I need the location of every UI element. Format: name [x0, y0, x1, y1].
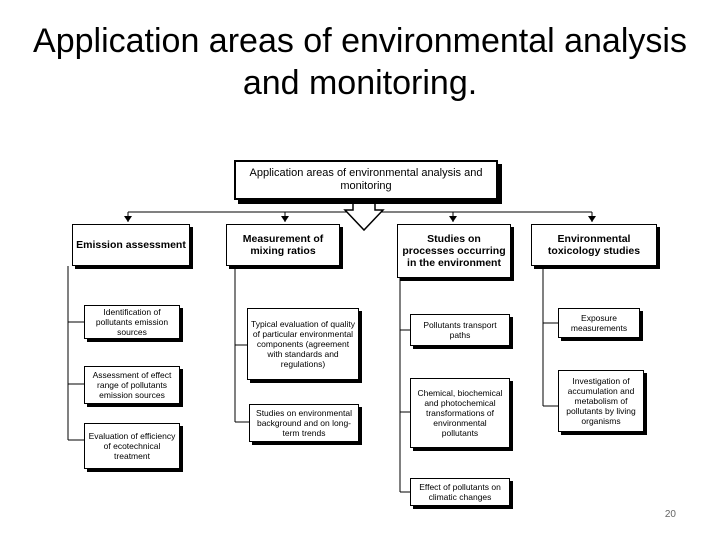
arrow-head [449, 216, 457, 222]
slide-title: Application areas of environmental analy… [33, 22, 687, 102]
item-identification: Identification of pollutants emission so… [84, 305, 180, 339]
heading-toxicology: Environmental toxicology studies [531, 224, 657, 266]
item-exposure: Exposure measurements [558, 308, 640, 338]
heading-emission-assessment: Emission assessment [72, 224, 190, 266]
root-arrow [343, 199, 385, 232]
arrow-head [124, 216, 132, 222]
page-number: 20 [664, 509, 676, 520]
item-transformations: Chemical, biochemical and photochemical … [410, 378, 510, 448]
arrow-head [588, 216, 596, 222]
item-climatic-effects: Effect of pollutants on climatic changes [410, 478, 510, 506]
heading-processes: Studies on processes occurring in the en… [397, 224, 511, 278]
item-accumulation: Investigation of accumulation and metabo… [558, 370, 644, 432]
item-effect-range: Assessment of effect range of pollutants… [84, 366, 180, 404]
item-background-studies: Studies on environmental background and … [249, 404, 359, 442]
root-box: Application areas of environmental analy… [234, 160, 498, 200]
heading-mixing-ratios: Measurement of mixing ratios [226, 224, 340, 266]
item-typical-evaluation: Typical evaluation of quality of particu… [247, 308, 359, 380]
item-ecotechnical: Evaluation of efficiency of ecotechnical… [84, 423, 180, 469]
arrow-head [281, 216, 289, 222]
item-transport-paths: Pollutants transport paths [410, 314, 510, 346]
